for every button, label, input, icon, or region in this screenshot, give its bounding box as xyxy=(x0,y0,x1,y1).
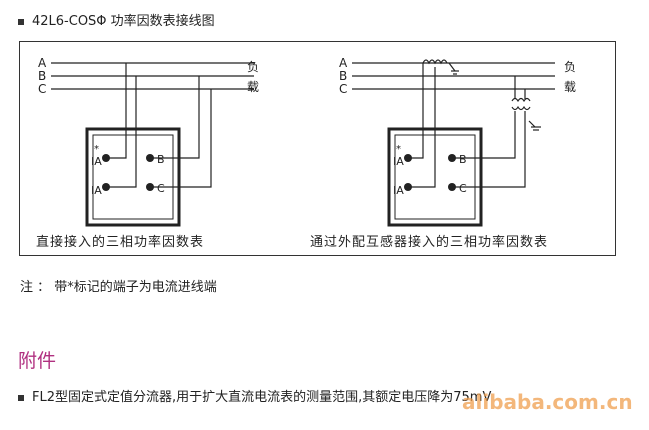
load-2: 载 xyxy=(247,80,259,94)
svg-text:*: * xyxy=(396,144,401,155)
svg-text:B: B xyxy=(157,153,165,166)
label-c: C xyxy=(38,82,46,96)
diagram-title: 42L6-COSΦ 功率因数表接线图 xyxy=(18,10,215,29)
svg-text:B: B xyxy=(459,153,467,166)
svg-text:IA: IA xyxy=(91,184,102,197)
watermark: alibaba.com.cn xyxy=(462,390,633,414)
svg-text:IA: IA xyxy=(393,155,404,168)
bullet-icon xyxy=(18,18,24,25)
accessory-item: FL2型固定式定值分流器,用于扩大直流电流表的测量范围,其额定电压降为75mV xyxy=(18,386,491,405)
label-b: B xyxy=(38,69,46,83)
svg-text:C: C xyxy=(339,82,347,96)
svg-text:IA: IA xyxy=(393,184,404,197)
caption-transformer: 通过外配互感器接入的三相功率因数表 xyxy=(310,235,549,250)
svg-text:负: 负 xyxy=(564,60,576,74)
terminal-note: 注 ： 带*标记的端子为电流进线端 xyxy=(20,280,217,295)
svg-text:C: C xyxy=(459,182,467,195)
caption-direct: 直接接入的三相功率因数表 xyxy=(36,235,205,250)
diagram-frame xyxy=(19,41,616,256)
wiring-diagram: A B C 负 载 A B C 负 载 IA * IA B C IA * IA … xyxy=(38,56,576,227)
svg-text:*: * xyxy=(94,144,99,155)
section-title: 附件 xyxy=(18,350,57,372)
svg-text:C: C xyxy=(157,182,165,195)
bullet-icon xyxy=(18,394,24,401)
svg-text:A: A xyxy=(339,56,348,70)
svg-text:B: B xyxy=(339,69,347,83)
label-a: A xyxy=(38,56,47,70)
load-1: 负 xyxy=(247,60,259,74)
svg-text:载: 载 xyxy=(564,80,576,94)
svg-text:IA: IA xyxy=(91,155,102,168)
